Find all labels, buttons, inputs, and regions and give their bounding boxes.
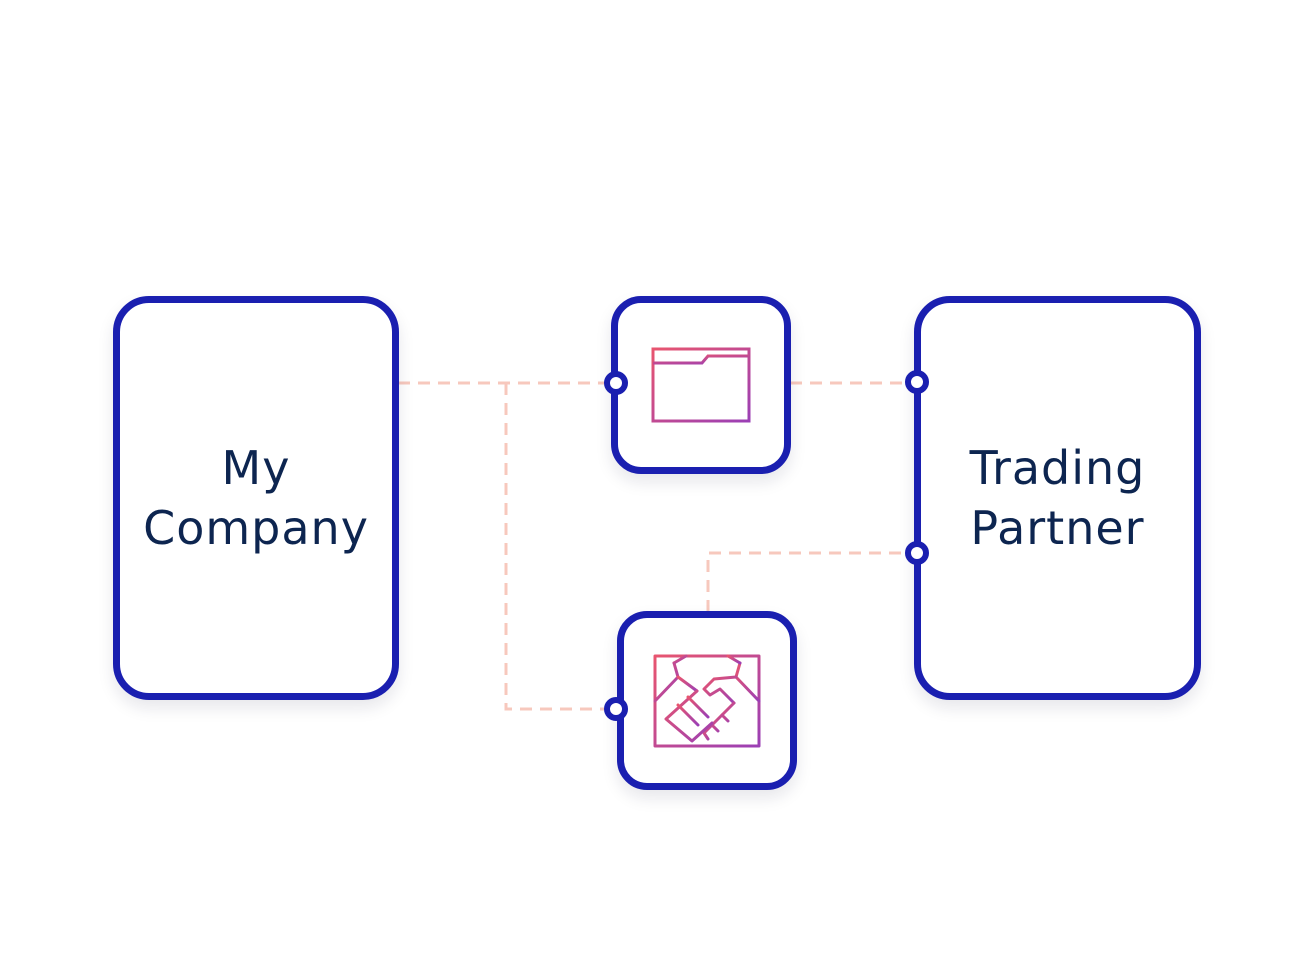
browser-document-icon xyxy=(651,347,751,423)
my-company-label-line1: My xyxy=(221,441,291,495)
handshake-icon xyxy=(653,654,761,747)
line-agreement-to-partner xyxy=(706,551,905,612)
my-company-label-line2: Company xyxy=(143,501,369,555)
my-company-card[interactable]: My Company xyxy=(113,296,399,700)
trading-partner-label: Trading Partner xyxy=(970,438,1146,558)
line-company-to-agreement xyxy=(504,383,604,711)
trading-partner-card[interactable]: Trading Partner xyxy=(914,296,1201,700)
trading-partner-label-line2: Partner xyxy=(970,501,1145,555)
agreement-node-left-port xyxy=(604,697,628,721)
document-node-left-port xyxy=(604,371,628,395)
trading-partner-port-top xyxy=(905,370,929,394)
trading-partner-label-line1: Trading xyxy=(969,441,1146,495)
agreement-node[interactable] xyxy=(617,611,797,790)
trading-partner-port-bottom xyxy=(905,541,929,565)
my-company-label: My Company xyxy=(143,438,369,558)
document-node[interactable] xyxy=(611,296,791,474)
